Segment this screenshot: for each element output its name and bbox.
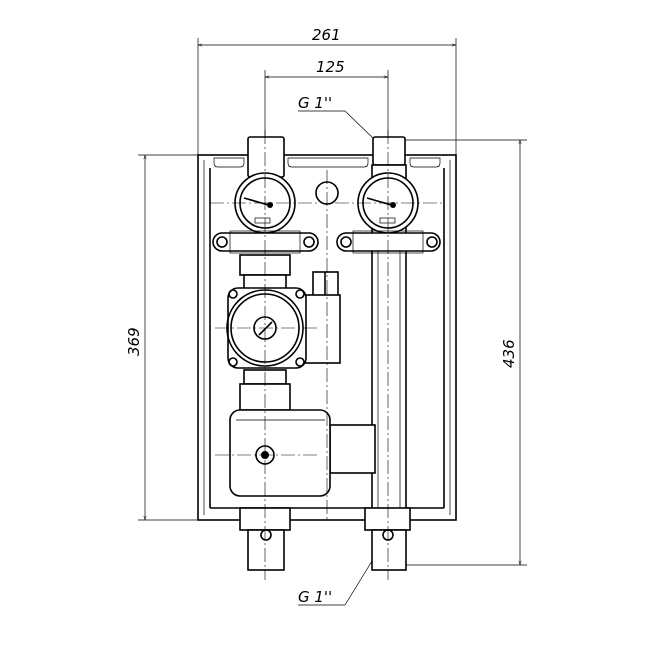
svg-text:G 1'': G 1'' (298, 588, 332, 606)
centerlines (210, 130, 445, 580)
ball-valve-right (364, 507, 411, 571)
dimension-261: 261 (197, 26, 457, 160)
supply-top-connector (247, 136, 285, 178)
pipe-clamp-left (212, 230, 319, 254)
svg-text:G 1'': G 1'' (298, 94, 332, 112)
dimension-label-width: 261 (312, 26, 341, 44)
pipe-clamp-right (336, 230, 441, 254)
dimension-label-panel-height: 369 (125, 327, 143, 356)
dimension-125: 125 (264, 58, 389, 140)
dimension-label-total-height: 436 (500, 339, 518, 368)
mixing-valve (229, 409, 376, 497)
dimension-436: 436 (405, 139, 527, 566)
thread-label-top: G 1'' (298, 94, 376, 141)
dimension-label-spacing: 125 (316, 58, 345, 76)
